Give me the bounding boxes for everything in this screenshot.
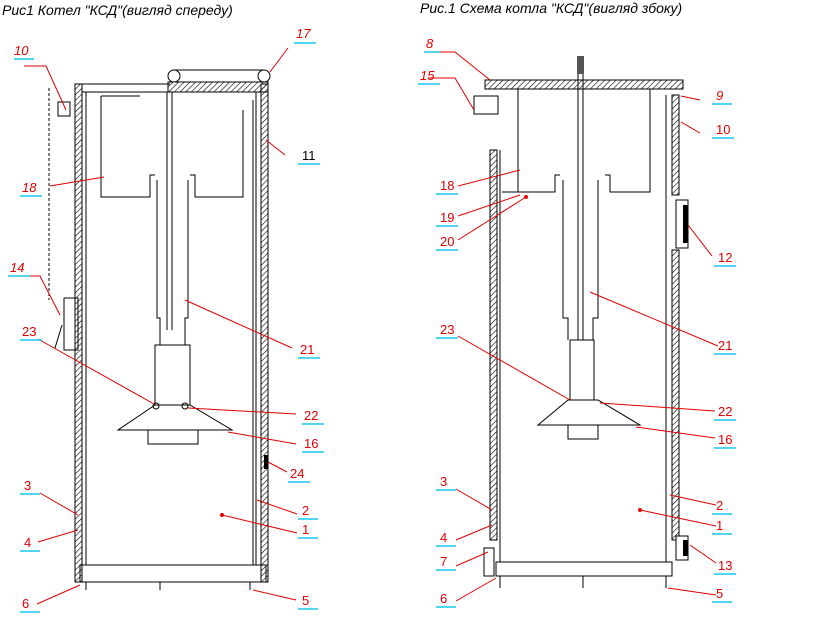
side-view-title: Рис.1 Схема котла "КСД"(вигляд збоку) [420, 0, 683, 16]
side-label-12: 12 [718, 250, 732, 265]
front-view-drawing [48, 69, 271, 590]
front-base [79, 564, 267, 583]
side-label-10: 10 [716, 122, 730, 137]
side-view-leaders [428, 51, 719, 602]
side-label-19: 19 [440, 210, 454, 225]
front-label-17: 17 [296, 26, 311, 41]
front-label-24: 24 [290, 466, 304, 481]
side-label-20: 20 [440, 234, 454, 249]
side-label-1: 1 [716, 518, 723, 533]
front-label-3: 3 [24, 478, 31, 493]
side-label-4: 4 [440, 530, 447, 545]
front-label-14: 14 [10, 260, 24, 275]
side-label-9: 9 [716, 88, 723, 103]
side-label-16: 16 [718, 432, 732, 447]
front-label-23: 23 [22, 324, 36, 339]
side-view-drawing [473, 56, 689, 588]
side-distributor-cone [536, 399, 642, 426]
side-label-23: 23 [440, 322, 454, 337]
side-label-13: 13 [718, 558, 732, 573]
front-view-labels: 10 17 11 18 14 23 21 22 16 24 3 2 1 4 6 … [8, 26, 324, 613]
side-label-22: 22 [718, 404, 732, 419]
front-view-title: Рис1 Котел "КСД"(вигляд спереду) [2, 2, 233, 18]
side-left-wall [489, 149, 498, 541]
side-label-6: 6 [440, 591, 447, 606]
front-label-1: 1 [302, 522, 309, 537]
side-label-7: 7 [440, 554, 447, 569]
side-top-lid [484, 79, 684, 90]
front-label-22: 22 [304, 408, 318, 423]
front-label-11: 11 [302, 148, 316, 163]
front-label-18: 18 [22, 180, 37, 195]
front-pulley-left [167, 69, 181, 83]
side-base [495, 561, 673, 577]
side-label-8: 8 [426, 36, 434, 51]
front-label-4: 4 [24, 535, 31, 550]
side-label-18: 18 [440, 178, 454, 193]
front-label-2: 2 [302, 503, 309, 518]
front-right-wall [260, 83, 269, 583]
side-view-labels: 8 15 9 10 18 19 20 12 23 21 22 16 3 2 1 … [418, 36, 736, 608]
side-label-15: 15 [420, 68, 435, 83]
front-distributor-cone [116, 404, 234, 431]
front-label-5: 5 [302, 593, 309, 608]
side-right-wall-upper [671, 94, 680, 196]
front-label-21: 21 [300, 342, 314, 357]
front-top-insulation [167, 81, 269, 93]
side-label-5: 5 [716, 586, 723, 601]
side-label-3: 3 [440, 474, 447, 489]
front-view-leaders [20, 47, 298, 605]
side-label-2: 2 [716, 498, 723, 513]
front-label-6: 6 [22, 596, 29, 611]
front-pulley-right [257, 69, 271, 83]
front-air-damper [57, 101, 71, 117]
front-label-16: 16 [304, 436, 318, 451]
side-label-21: 21 [718, 338, 732, 353]
front-label-10: 10 [14, 43, 29, 58]
